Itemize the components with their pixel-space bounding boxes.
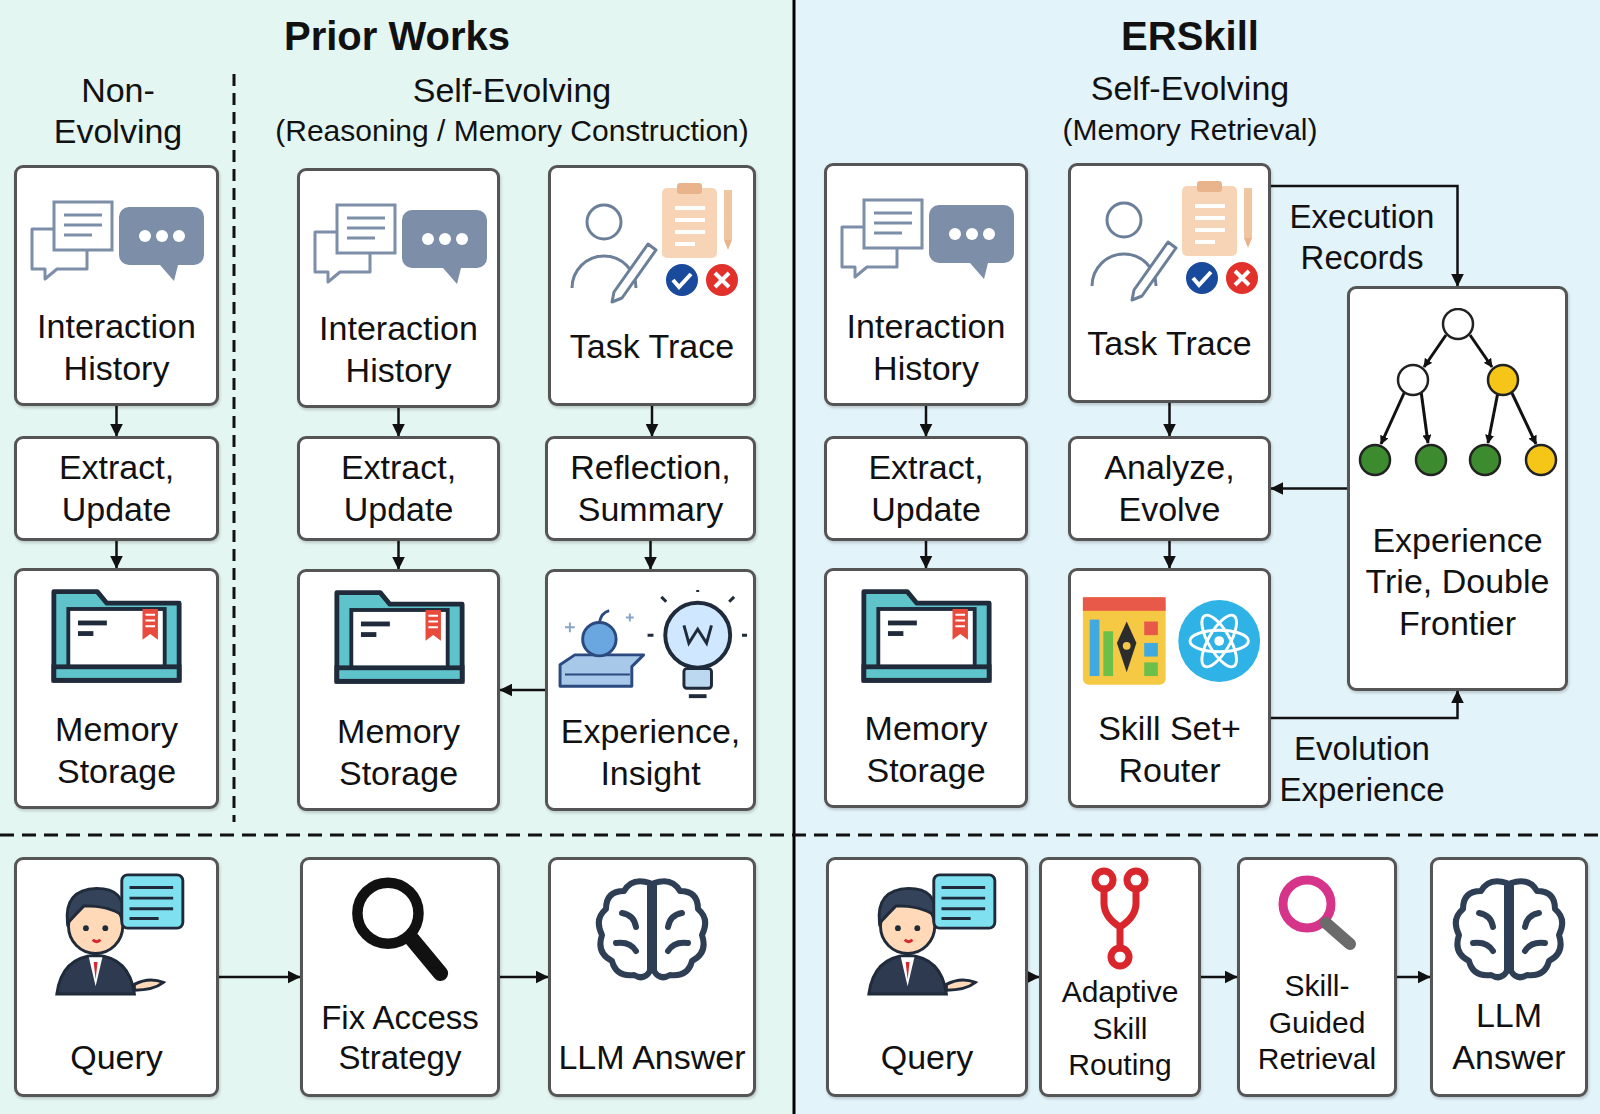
box-text: LLM Answer — [555, 1037, 749, 1078]
box-text: Skill Set+ Router — [1075, 708, 1264, 791]
arrow-connector — [925, 541, 928, 568]
box-text: Experience, Insight — [552, 711, 749, 794]
process-box: Extract, Update — [824, 436, 1028, 541]
process-box: Skill-Guided Retrieval — [1237, 857, 1397, 1097]
box-text: Memory Storage — [831, 708, 1021, 791]
arrow-connector — [1168, 403, 1171, 436]
chat-icon — [842, 200, 1014, 279]
left-panel — [0, 0, 795, 1114]
magnifier-icon — [1283, 880, 1350, 944]
box-text: Memory Storage — [21, 709, 212, 792]
arrow-connector — [1271, 186, 1458, 286]
arrow-connector — [397, 541, 400, 569]
arrow-connector — [651, 406, 654, 436]
box-text: LLM Answer — [1437, 995, 1581, 1078]
box-text: Query — [833, 1037, 1021, 1078]
right-panel — [795, 0, 1600, 1114]
box-text: Interaction History — [304, 308, 493, 391]
arrow-connector — [500, 689, 545, 692]
box-text: Extract, Update — [831, 447, 1021, 530]
process-box: Analyze, Evolve — [1068, 436, 1271, 541]
edge-label: Evolution Experience — [1275, 728, 1450, 811]
task-icon — [1092, 181, 1259, 300]
arrow-connector — [1271, 691, 1458, 718]
arrow-connector — [397, 408, 400, 436]
arrow-connector — [1201, 976, 1237, 979]
query-icon — [869, 875, 995, 994]
process-box: Experience, Insight — [545, 569, 756, 811]
box-text: Query — [21, 1037, 212, 1078]
section-label: Self-Evolving — [1091, 68, 1289, 109]
box-text: Analyze, Evolve — [1075, 447, 1264, 530]
process-box: Reflection, Summary — [545, 436, 756, 541]
folder-icon — [337, 593, 462, 682]
process-box: Interaction History — [297, 168, 500, 408]
box-text: Task Trace — [555, 326, 749, 367]
arrow-connector — [1028, 976, 1039, 979]
box-text: Experience Trie, Double Frontier — [1354, 520, 1561, 644]
box-text: Extract, Update — [304, 447, 493, 530]
process-box: Extract, Update — [14, 436, 219, 541]
process-box: Fix Access Strategy — [300, 857, 500, 1097]
section-label: (Memory Retrieval) — [1062, 112, 1317, 149]
magnifier-icon — [357, 883, 440, 974]
panel-title: ERSkill — [1121, 12, 1259, 61]
arrow-connector — [1397, 976, 1430, 979]
dashed-divider — [233, 74, 236, 822]
box-text: Skill-Guided Retrieval — [1244, 968, 1390, 1078]
arrow-connector — [115, 541, 118, 568]
brain-icon — [1456, 881, 1562, 977]
arrow-connector — [500, 976, 548, 979]
process-box: Interaction History — [14, 165, 219, 406]
task-icon — [572, 183, 739, 302]
brain-icon — [599, 881, 705, 977]
box-text: Task Trace — [1075, 323, 1264, 364]
arrow-connector — [1168, 541, 1171, 568]
folder-icon — [54, 592, 179, 681]
panel-title: Prior Works — [284, 12, 510, 61]
arrow-connector — [1271, 487, 1347, 490]
arrow-connector — [115, 406, 118, 436]
fork-icon — [1095, 871, 1145, 966]
box-text: Interaction History — [831, 306, 1021, 389]
arrow-connector — [649, 541, 652, 569]
edge-label: Execution Records — [1275, 196, 1450, 279]
dashed-divider — [0, 834, 1600, 837]
folder-icon — [864, 592, 989, 681]
query-icon — [57, 875, 183, 994]
process-box: Extract, Update — [297, 436, 500, 541]
process-box: Interaction History — [824, 163, 1028, 406]
arrow-connector — [925, 406, 928, 436]
arrow-connector — [219, 976, 300, 979]
box-text: Adaptive Skill Routing — [1046, 974, 1194, 1084]
section-label: Self-Evolving — [413, 70, 611, 111]
chat-icon — [315, 205, 487, 284]
box-text: Extract, Update — [21, 447, 212, 530]
chat-icon — [32, 202, 204, 281]
section-label: Non-Evolving — [33, 70, 203, 153]
box-text: Reflection, Summary — [552, 447, 749, 530]
panel-divider — [793, 0, 796, 1114]
process-box: Adaptive Skill Routing — [1039, 857, 1201, 1097]
section-label: (Reasoning / Memory Construction) — [275, 113, 749, 150]
trie-icon — [1360, 309, 1556, 475]
process-box: Experience Trie, Double Frontier — [1347, 286, 1568, 691]
insight-icon — [560, 590, 748, 696]
box-text: Memory Storage — [304, 711, 493, 794]
box-text: Interaction History — [21, 306, 212, 389]
box-text: Fix Access Strategy — [307, 998, 493, 1079]
skills-icon — [1083, 597, 1260, 685]
